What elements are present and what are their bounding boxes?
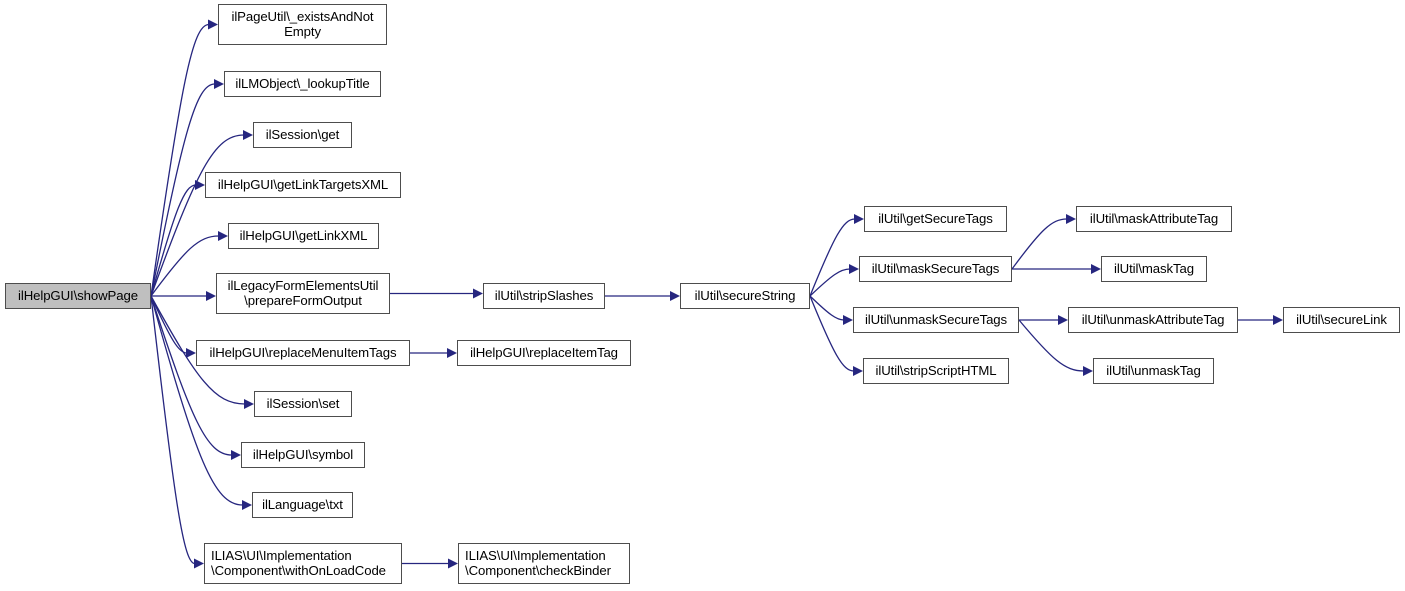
graph-arrowhead-prepareFormOutput-to-stripSlashes [473,288,483,299]
graph-arrowhead-replaceMenuItemTags-to-replaceItemTag [447,348,457,358]
graph-node-showPage[interactable]: ilHelpGUI\showPage [5,283,151,309]
graph-node-withOnLoadCode[interactable]: ILIAS\UI\Implementation \Component\withO… [204,543,402,584]
graph-edge-showPage-to-sessionSet [150,295,245,405]
graph-arrowhead-showPage-to-getLinkTargetsXML [195,180,205,190]
graph-edge-showPage-to-sessionGet [150,134,244,297]
graph-edge-showPage-to-lookupTitle [150,83,215,297]
graph-edge-secureString-to-getSecureTags [809,218,855,297]
graph-arrowhead-unmaskSecureTags-to-unmaskTag [1083,366,1093,376]
graph-edge-showPage-to-existsAndNotEmpty [150,23,209,297]
graph-edge-showPage-to-getLinkXML [150,235,219,297]
graph-edge-unmaskSecureTags-to-unmaskTag [1018,319,1084,372]
graph-arrowhead-showPage-to-getLinkXML [218,231,228,241]
graph-edge-maskSecureTags-to-maskAttributeTag [1011,218,1067,270]
graph-arrowhead-showPage-to-languageTxt [242,500,252,510]
graph-edge-showPage-to-replaceMenuItemTags [150,295,187,354]
graph-node-getSecureTags[interactable]: ilUtil\getSecureTags [864,206,1007,232]
graph-node-secureString[interactable]: ilUtil\secureString [680,283,810,309]
graph-arrowhead-secureString-to-stripScriptHTML [853,366,863,376]
graph-arrowhead-showPage-to-sessionSet [244,399,254,409]
graph-node-maskSecureTags[interactable]: ilUtil\maskSecureTags [859,256,1012,282]
graph-node-maskAttributeTag[interactable]: ilUtil\maskAttributeTag [1076,206,1232,232]
graph-node-sessionGet[interactable]: ilSession\get [253,122,352,148]
graph-node-stripSlashes[interactable]: ilUtil\stripSlashes [483,283,605,309]
graph-edge-showPage-to-languageTxt [150,295,243,506]
graph-node-existsAndNotEmpty[interactable]: ilPageUtil\_existsAndNot Empty [218,4,387,45]
graph-arrowhead-secureString-to-getSecureTags [854,214,864,224]
graph-arrowhead-secureString-to-maskSecureTags [849,264,859,274]
graph-edge-secureString-to-maskSecureTags [809,268,850,297]
graph-node-getLinkXML[interactable]: ilHelpGUI\getLinkXML [228,223,379,249]
graph-arrowhead-withOnLoadCode-to-checkBinder [448,558,458,569]
graph-node-getLinkTargetsXML[interactable]: ilHelpGUI\getLinkTargetsXML [205,172,401,198]
graph-node-prepareFormOutput[interactable]: ilLegacyFormElementsUtil \prepareFormOut… [216,273,390,314]
graph-node-lookupTitle[interactable]: ilLMObject\_lookupTitle [224,71,381,97]
graph-node-unmaskAttributeTag[interactable]: ilUtil\unmaskAttributeTag [1068,307,1238,333]
graph-arrowhead-secureString-to-unmaskSecureTags [843,315,853,325]
graph-edge-showPage-to-getLinkTargetsXML [150,184,196,297]
graph-arrowhead-showPage-to-sessionGet [243,130,253,140]
graph-edge-secureString-to-unmaskSecureTags [809,295,844,321]
graph-arrowhead-showPage-to-symbol [231,450,241,460]
graph-arrowhead-unmaskSecureTags-to-unmaskAttributeTag [1058,315,1068,325]
graph-node-replaceItemTag[interactable]: ilHelpGUI\replaceItemTag [457,340,631,366]
graph-arrowhead-maskSecureTags-to-maskTag [1091,264,1101,274]
graph-arrowhead-showPage-to-existsAndNotEmpty [208,19,218,30]
graph-node-replaceMenuItemTags[interactable]: ilHelpGUI\replaceMenuItemTags [196,340,410,366]
graph-node-checkBinder[interactable]: ILIAS\UI\Implementation \Component\check… [458,543,630,584]
graph-node-secureLink[interactable]: ilUtil\secureLink [1283,307,1400,333]
graph-node-sessionSet[interactable]: ilSession\set [254,391,352,417]
graph-arrowhead-maskSecureTags-to-maskAttributeTag [1066,214,1076,224]
graph-arrowhead-unmaskAttributeTag-to-secureLink [1273,315,1283,325]
graph-node-unmaskTag[interactable]: ilUtil\unmaskTag [1093,358,1214,384]
graph-arrowhead-showPage-to-replaceMenuItemTags [186,348,196,358]
graph-node-maskTag[interactable]: ilUtil\maskTag [1101,256,1207,282]
graph-node-languageTxt[interactable]: ilLanguage\txt [252,492,353,518]
graph-arrowhead-showPage-to-prepareFormOutput [206,291,216,301]
graph-arrowhead-showPage-to-lookupTitle [214,79,224,89]
graph-node-unmaskSecureTags[interactable]: ilUtil\unmaskSecureTags [853,307,1019,333]
graph-node-stripScriptHTML[interactable]: ilUtil\stripScriptHTML [863,358,1009,384]
graph-node-symbol[interactable]: ilHelpGUI\symbol [241,442,365,468]
graph-arrowhead-showPage-to-withOnLoadCode [194,558,204,569]
graph-edge-secureString-to-stripScriptHTML [809,295,854,372]
graph-arrowhead-stripSlashes-to-secureString [670,291,680,301]
graph-edge-showPage-to-withOnLoadCode [150,295,195,565]
graph-edge-showPage-to-symbol [150,295,232,456]
